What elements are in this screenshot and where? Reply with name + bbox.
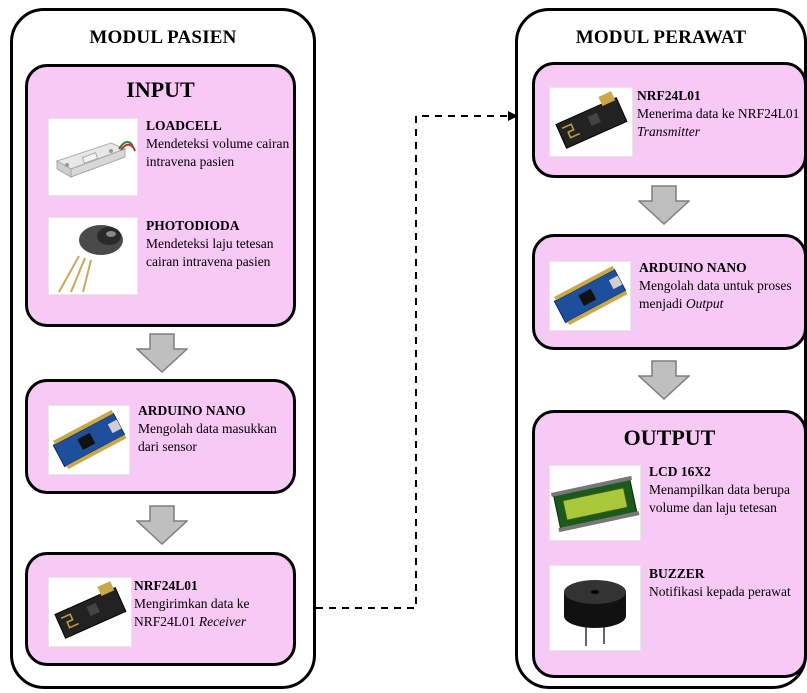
buzzer-icon [549, 565, 641, 651]
nrf24l01-receiver-desc-italic: Transmitter [637, 124, 701, 139]
photodiode-icon [48, 217, 138, 295]
photodioda-desc: Mendeteksi laju tetesan cairan intravena… [146, 236, 274, 269]
nrf24l01-sender-desc: Mengirimkan data ke NRF24L01 [134, 596, 250, 629]
loadcell-desc: Mendeteksi volume cairan intravena pasie… [146, 136, 290, 169]
arduino-nano-text: ARDUINO NANO Mengolah data masukkan dari… [138, 402, 296, 456]
wireless-link-connector [316, 111, 518, 609]
arduino-nano-perawat-name: ARDUINO NANO [639, 260, 747, 275]
arduino-nano-perawat-desc-italic: Output [685, 296, 724, 311]
arduino-nano-box: ARDUINO NANO Mengolah data masukkan dari… [25, 379, 296, 494]
arduino-nano-icon [48, 405, 130, 475]
arduino-nano-perawat-desc: Mengolah data untuk proses menjadi [639, 278, 792, 311]
arduino-nano-perawat-text: ARDUINO NANO Mengolah data untuk proses … [639, 259, 807, 313]
loadcell-icon [48, 118, 138, 196]
nrf24l01-receiver-box: NRF24L01 Menerima data ke NRF24L01 Trans… [532, 62, 807, 178]
nrf24l01-sender-text: NRF24L01 Mengirimkan data ke NRF24L01 Re… [134, 577, 296, 631]
lcd-name: LCD 16X2 [649, 464, 711, 479]
flow-arrow-down-icon [136, 505, 188, 545]
input-box: INPUT LOADCELL Mendeteksi volume cairan … [25, 64, 296, 327]
modul-pasien-title: MODUL PASIEN [89, 27, 237, 48]
nrf24l01-icon [549, 87, 633, 157]
nrf24l01-sender-desc-italic: Receiver [198, 614, 247, 629]
nrf24l01-receiver-text: NRF24L01 Menerima data ke NRF24L01 Trans… [637, 87, 807, 141]
lcd-text: LCD 16X2 Menampilkan data berupa volume … [649, 463, 807, 517]
nrf24l01-receiver-name: NRF24L01 [637, 88, 701, 103]
output-box: OUTPUT LCD 16X2 Menampilkan data berupa … [532, 410, 807, 678]
modul-perawat-title: MODUL PERAWAT [575, 27, 747, 48]
arduino-nano-name: ARDUINO NANO [138, 403, 246, 418]
loadcell-text: LOADCELL Mendeteksi volume cairan intrav… [146, 117, 296, 171]
buzzer-name: BUZZER [649, 566, 705, 581]
arduino-nano-desc: Mengolah data masukkan dari sensor [138, 421, 277, 454]
buzzer-desc: Notifikasi kepada perawat [649, 584, 791, 599]
loadcell-name: LOADCELL [146, 118, 222, 133]
flow-arrow-down-icon [638, 185, 690, 225]
nrf24l01-sender-name: NRF24L01 [134, 578, 198, 593]
buzzer-text: BUZZER Notifikasi kepada perawat [649, 565, 807, 601]
photodioda-text: PHOTODIODA Mendeteksi laju tetesan caira… [146, 217, 296, 271]
input-title: INPUT [126, 77, 195, 102]
photodioda-name: PHOTODIODA [146, 218, 240, 233]
nrf24l01-receiver-desc: Menerima data ke NRF24L01 [637, 106, 800, 121]
lcd-icon [549, 465, 641, 541]
flow-arrow-down-icon [638, 360, 690, 400]
lcd-desc: Menampilkan data berupa volume dan laju … [649, 482, 790, 515]
output-title: OUTPUT [623, 425, 716, 450]
arduino-nano-icon [549, 261, 631, 331]
nrf24l01-sender-box: NRF24L01 Mengirimkan data ke NRF24L01 Re… [25, 552, 296, 666]
flow-arrow-down-icon [136, 333, 188, 373]
nrf24l01-icon [48, 577, 132, 647]
arduino-nano-perawat-box: ARDUINO NANO Mengolah data untuk proses … [532, 234, 807, 350]
